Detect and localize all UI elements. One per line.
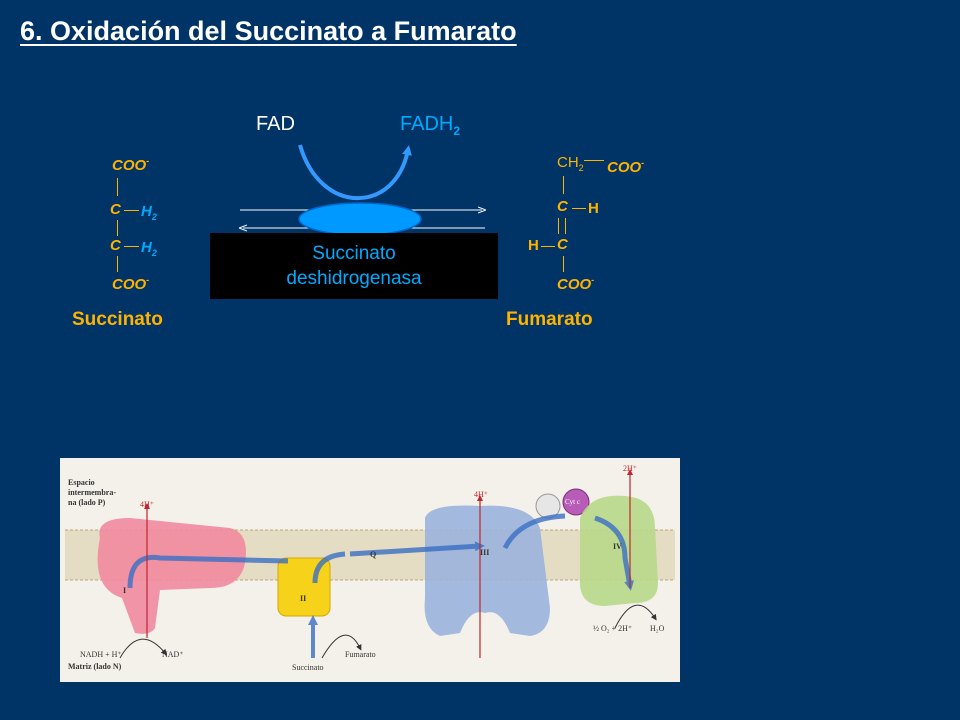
enzyme-name-line2: deshidrogenasa [286,268,422,289]
bond [124,246,139,247]
enzyme-ellipse [298,202,422,236]
fumarate-h1: H [588,200,599,217]
fig-nad: NAD⁺ [162,650,184,659]
complex-4 [579,495,658,606]
fig-succinato: Succinato [292,663,324,672]
succinate-c1: C [110,201,121,218]
fumarate-coo-bottom: COO- [557,275,595,293]
bond [563,256,564,272]
succinate-h2-1: H2 [141,203,157,222]
electron-transport-figure: Espacio intermembra- na (lado P) Matriz … [60,458,680,682]
fad-curved-arrow [298,144,412,201]
complex-3 [424,505,550,636]
fad-label: FAD [256,113,295,135]
fumarate-h2: H [528,237,539,254]
fumarate-label: Fumarato [506,309,593,330]
fig-cytc-label: Cyt c [565,498,580,506]
fadh2-label: FADH2 [400,113,461,138]
fig-complex-3: III [480,548,490,557]
bond [563,176,564,194]
bond [117,178,118,196]
succinate-coo-bottom: COO- [112,275,150,293]
enzyme-name-line1: Succinato [312,243,396,264]
fumarate-c1: C [557,198,568,215]
bond [541,246,555,247]
cytochrome-c [562,488,590,516]
fig-proton-2h: 2H⁺ [623,464,637,473]
bond [117,256,118,272]
complex-2 [277,557,331,617]
fig-space-label-2: intermembra- [68,488,116,497]
fumarate-c2: C [557,236,568,253]
succinate-coo-top: COO- [112,156,150,174]
fig-matrix-label: Matriz (lado N) [68,662,122,671]
complex-1 [97,518,246,634]
slide-title: 6. Oxidación del Succinato a Fumarato [20,16,517,46]
fumarate-coo-top: COO- [607,158,645,176]
succinate-h2-2: H2 [141,239,157,258]
enzyme-label-box: Succinato deshidrogenasa [210,233,498,299]
fig-space-label-1: Espacio [68,478,95,487]
fig-h2o: H₂O [650,624,665,633]
bond [584,160,604,161]
fig-nadh: NADH + H⁺ [80,650,122,659]
succinate-label: Succinato [72,309,163,330]
fig-space-label-3: na (lado P) [68,498,106,507]
succinate-c2: C [110,237,121,254]
fumarate-ch2: CH2 [557,154,584,173]
fig-q-label: Q [370,550,377,559]
fig-proton-4h-2: 4H⁺ [474,490,488,499]
etc-illustration [65,469,675,659]
bond [124,210,139,211]
fig-proton-4h-1: 4H⁺ [140,500,154,509]
fig-complex-2: II [300,594,307,603]
fig-fumarato: Fumarato [345,650,376,659]
bond [565,218,566,234]
bond [572,208,586,209]
bond [117,220,118,236]
fig-complex-1: I [123,586,127,595]
bond [558,218,559,234]
fig-complex-4: IV [613,542,622,551]
fig-o2: ½ O₂ + 2H⁺ [593,624,633,633]
